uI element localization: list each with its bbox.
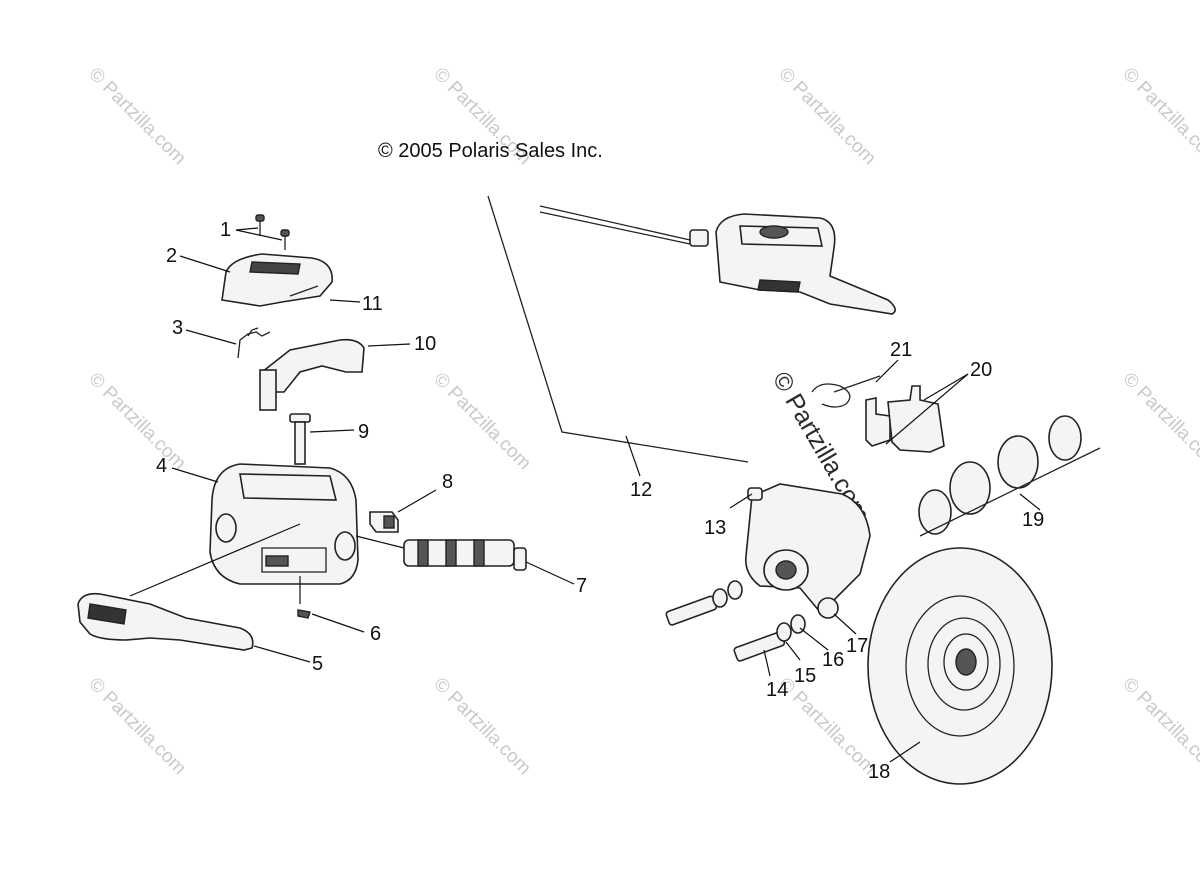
leader-lines [129,227,1041,763]
bracket-19 [919,447,1101,537]
part-caliper-pistons [918,415,1082,535]
watermark-text: © Partzilla.com [1118,674,1200,779]
part-retaining-clip [297,609,311,619]
part-master-cylinder-assembled [689,213,896,315]
callout-1: 1 [220,219,231,241]
part-piston [403,539,527,571]
brake-hose-12 [487,195,749,463]
part-bolts-washers [665,580,806,662]
callout-labels: 1 2 3 4 5 6 7 8 9 10 11 12 13 14 15 16 1… [156,219,1044,783]
part-brake-pads [865,385,945,453]
brake-hose-top [539,205,691,241]
watermark-text: © Partzilla.com [84,64,189,169]
part-screws [255,214,290,250]
callout-5: 5 [312,653,323,675]
callout-11: 11 [362,293,383,315]
callout-7: 7 [576,575,587,597]
callout-14: 14 [766,679,788,701]
watermark-text: © Partzilla.com [1118,64,1200,169]
watermark-text: © Partzilla.com [1118,369,1200,474]
callout-13: 13 [704,517,726,539]
callout-6: 6 [370,623,381,645]
callout-9: 9 [358,421,369,443]
watermark-text: © Partzilla.com [84,369,189,474]
part-brake-lever [77,592,254,651]
part-brake-switch [369,511,399,533]
callout-12: 12 [630,479,652,501]
part-brake-pin-clip [811,375,881,408]
copyright-notice: © 2005 Polaris Sales Inc. [378,140,603,162]
watermark-text: © Partzilla.com [84,674,189,779]
watermark-text: © Partzilla.com [774,674,879,779]
part-reservoir-cover [221,253,333,307]
callout-17: 17 [846,635,868,657]
callout-15: 15 [794,665,816,687]
watermark-text: © Partzilla.com [429,674,534,779]
callout-10: 10 [414,333,436,355]
callout-8: 8 [442,471,453,493]
callout-18: 18 [868,761,890,783]
callout-19: 19 [1022,509,1044,531]
part-master-cylinder-body [209,463,359,585]
part-caliper [744,483,871,619]
watermark-text: © Partzilla.com [429,369,534,474]
part-lever-arm [259,338,365,411]
part-pivot-pin [289,413,311,465]
callout-2: 2 [166,245,177,267]
callout-16: 16 [822,649,844,671]
callout-4: 4 [156,455,167,477]
callout-21: 21 [890,339,912,361]
callout-20: 20 [970,359,992,381]
callout-3: 3 [172,317,183,339]
part-spring-clip [237,327,271,359]
watermark-text: © Partzilla.com [774,64,879,169]
part-brake-disc [867,547,1053,785]
